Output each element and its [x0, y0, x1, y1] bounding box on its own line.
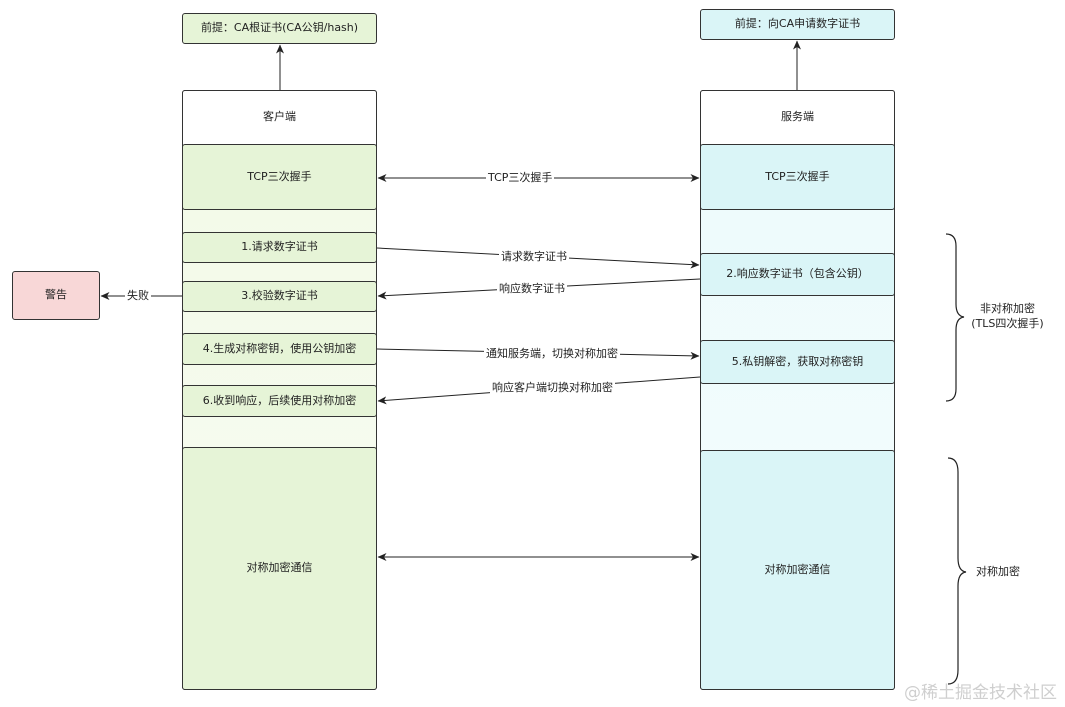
server-symmetric-box: 对称加密通信: [700, 450, 895, 690]
warning-label: 警告: [45, 288, 67, 302]
symmetric-brace: [947, 457, 967, 685]
asymmetric-brace: [945, 233, 965, 402]
server-step2-label: 2.响应数字证书（包含公钥）: [726, 267, 869, 281]
asymmetric-phase-line1: 非对称加密: [980, 302, 1035, 315]
client-premise-box: 前提：CA根证书(CA公钥/hash): [182, 13, 377, 44]
symmetric-phase-label: 对称加密: [976, 565, 1020, 578]
client-tcp-label: TCP三次握手: [247, 169, 312, 183]
client-step4-box: 4.生成对称密钥，使用公钥加密: [182, 333, 377, 365]
notify-server-label: 通知服务端，切换对称加密: [484, 347, 620, 361]
server-title: 服务端: [781, 110, 814, 124]
warning-box: 警告: [12, 271, 100, 320]
asymmetric-phase-line2: (TLS四次握手): [971, 317, 1044, 330]
client-symmetric-box: 对称加密通信: [182, 447, 377, 690]
response-cert-label: 响应数字证书: [497, 282, 567, 296]
client-step1-label: 1.请求数字证书: [241, 240, 318, 254]
server-step2-box: 2.响应数字证书（包含公钥）: [700, 253, 895, 296]
server-title-cell: 服务端: [700, 90, 895, 144]
client-step6-label: 6.收到响应，后续使用对称加密: [202, 393, 357, 407]
watermark: @稀土掘金技术社区: [904, 683, 1057, 703]
server-step5-box: 5.私钥解密，获取对称密钥: [700, 340, 895, 384]
client-step3-label: 3.校验数字证书: [241, 289, 318, 303]
client-tcp-box: TCP三次握手: [182, 144, 377, 210]
client-step4-label: 4.生成对称密钥，使用公钥加密: [202, 341, 357, 355]
server-premise-label: 前提：向CA申请数字证书: [734, 17, 861, 31]
tcp-arrow-label: TCP三次握手: [486, 171, 555, 185]
client-title-cell: 客户端: [182, 90, 377, 144]
server-step5-label: 5.私钥解密，获取对称密钥: [731, 354, 864, 368]
server-tcp-box: TCP三次握手: [700, 144, 895, 210]
fail-label: 失败: [125, 289, 151, 303]
client-premise-label: 前提：CA根证书(CA公钥/hash): [200, 21, 359, 35]
response-client-label: 响应客户端切换对称加密: [490, 381, 615, 395]
request-cert-label: 请求数字证书: [499, 250, 569, 264]
client-title: 客户端: [263, 110, 296, 124]
client-step1-box: 1.请求数字证书: [182, 232, 377, 263]
client-step3-box: 3.校验数字证书: [182, 281, 377, 312]
server-tcp-label: TCP三次握手: [765, 169, 830, 183]
client-step6-box: 6.收到响应，后续使用对称加密: [182, 385, 377, 417]
server-premise-box: 前提：向CA申请数字证书: [700, 9, 895, 40]
asymmetric-phase-label: 非对称加密 (TLS四次握手): [955, 301, 1060, 331]
client-symmetric-label: 对称加密通信: [246, 561, 313, 575]
server-symmetric-label: 对称加密通信: [764, 562, 831, 576]
